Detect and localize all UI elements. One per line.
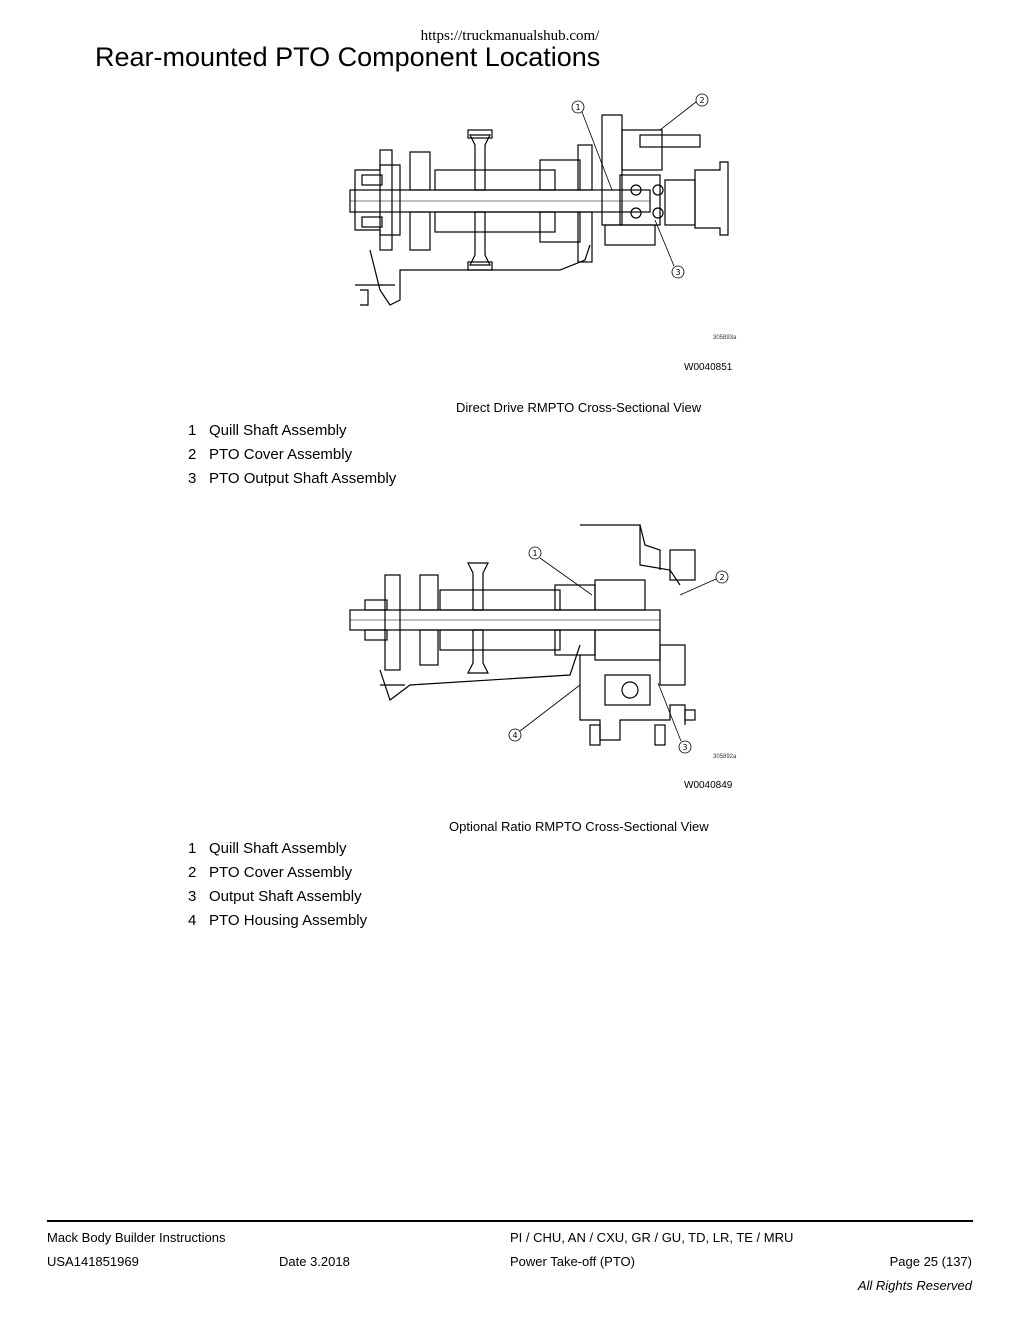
callout-2: 2 (719, 573, 724, 582)
source-url: https://truckmanualshub.com/ (420, 28, 600, 44)
legend-item: 2 PTO Cover Assembly (188, 446, 396, 470)
footer-models: PI / CHU, AN / CXU, GR / GU, TD, LR, TE … (510, 1230, 794, 1245)
callout-2: 2 (699, 96, 704, 105)
legend-list: 1 Quill Shaft Assembly 2 PTO Cover Assembl… (188, 422, 396, 494)
legend-item: 1 Quill Shaft Assembly (188, 422, 396, 446)
direct-drive-rmpto-diagram: 1 2 3 (340, 90, 750, 340)
page-title: Rear-mounted PTO Component Locations (95, 42, 601, 72)
image-code: 305892a (713, 754, 737, 760)
callout-1: 1 (532, 549, 537, 558)
legend-label: PTO Cover Assembly (209, 446, 353, 463)
legend-item: 3 Output Shaft Assembly (188, 888, 367, 912)
image-code: 305893a (713, 335, 737, 341)
footer-section: Power Take-off (PTO) (510, 1254, 635, 1269)
footer-date: Date 3.2018 (279, 1254, 350, 1269)
footer-doc-title: Mack Body Builder Instructions (47, 1230, 226, 1245)
legend-label: Quill Shaft Assembly (209, 840, 347, 857)
legend-label: PTO Output Shaft Assembly (209, 470, 397, 487)
footer-divider (47, 1220, 973, 1222)
legend-number: 1 (188, 422, 197, 439)
legend-label: PTO Cover Assembly (209, 864, 353, 881)
legend-number: 2 (188, 864, 197, 881)
legend-item: 4 PTO Housing Assembly (188, 912, 367, 936)
callout-3: 3 (682, 743, 687, 752)
figure-id: W0040851 (684, 362, 733, 373)
footer-rights: All Rights Reserved (857, 1278, 972, 1293)
legend-list: 1 Quill Shaft Assembly 2 PTO Cover Assembl… (188, 840, 367, 936)
legend-number: 4 (188, 912, 197, 929)
legend-number: 2 (188, 446, 197, 463)
legend-label: Output Shaft Assembly (209, 888, 362, 905)
callout-4: 4 (512, 731, 517, 740)
figure-id: W0040849 (684, 780, 733, 791)
callout-3: 3 (675, 268, 680, 277)
legend-number: 3 (188, 888, 197, 905)
optional-ratio-rmpto-diagram: 1 2 3 4 (340, 524, 750, 765)
legend-item: 3 PTO Output Shaft Assembly (188, 470, 396, 494)
legend-item: 1 Quill Shaft Assembly (188, 840, 367, 864)
footer-page-number: Page 25 (137) (889, 1254, 972, 1269)
footer-doc-number: USA141851969 (47, 1254, 139, 1269)
legend-label: PTO Housing Assembly (209, 912, 368, 929)
legend-number: 1 (188, 840, 197, 857)
legend-number: 3 (188, 470, 197, 487)
legend-item: 2 PTO Cover Assembly (188, 864, 367, 888)
figure-caption: Optional Ratio RMPTO Cross-Sectional Vie… (449, 819, 709, 834)
figure-caption: Direct Drive RMPTO Cross-Sectional View (456, 400, 702, 415)
legend-label: Quill Shaft Assembly (209, 422, 347, 439)
callout-1: 1 (575, 103, 580, 112)
